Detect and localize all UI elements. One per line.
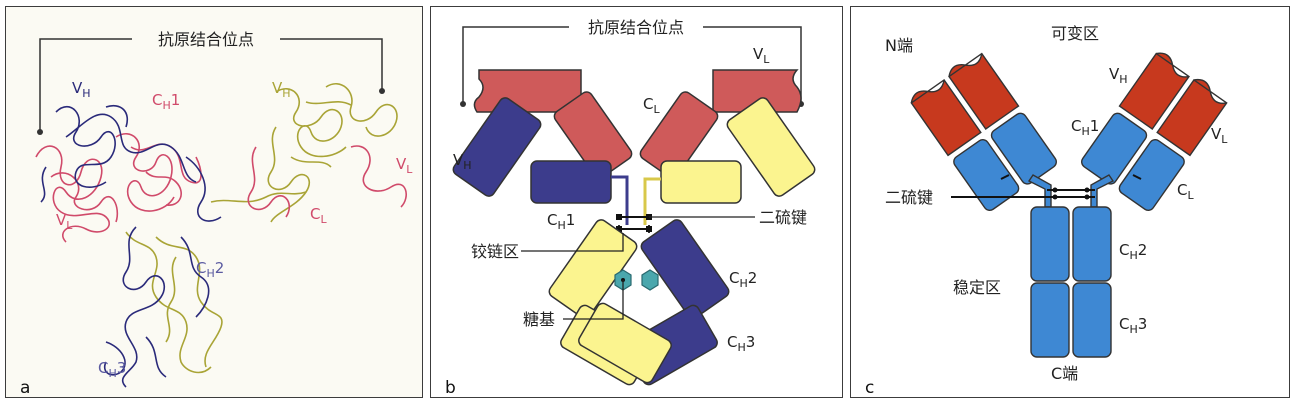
label-ch2: CH2 (729, 269, 757, 290)
domain-vl-left-red (948, 52, 1020, 130)
domain-ch3-left-yellow-front (578, 302, 672, 384)
label-vh-right: VH (272, 79, 291, 100)
label-vh: VH (453, 151, 472, 172)
panel-b-figure: 抗原结合位点 (445, 18, 816, 398)
domain-cl-yellow-right (726, 97, 816, 197)
binding-site-dot (37, 129, 43, 135)
hinge-chain-light (643, 177, 661, 225)
label-ch3: CH3 (98, 359, 126, 380)
panel-a-ribbon-structure: 抗原结合位点 a VH CH1 VH VL VL CL CH2 C (5, 6, 423, 398)
domain-cl-right (639, 91, 719, 179)
label-disulfide: 二硫键 (885, 188, 933, 207)
domain-ch2-right-navy (640, 219, 730, 319)
label-ch1: CH1 (547, 211, 575, 232)
domain-ch2-left (1030, 206, 1070, 282)
ribbon-vh-left (40, 105, 222, 222)
domain-vl-right-red (1156, 78, 1228, 157)
bond-dot (1052, 194, 1058, 200)
label-c-terminal: C端 (1051, 364, 1078, 383)
label-vl: VL (753, 45, 770, 66)
antigen-site-bracket (39, 38, 383, 132)
label-sugar: 糖基 (523, 310, 555, 329)
panel-b-domain-schematic: 抗原结合位点 (430, 6, 843, 398)
domain-yellow-horizontal (660, 160, 742, 204)
domain-ch2-right (1072, 206, 1112, 282)
domain-ch2-left-yellow (548, 219, 638, 319)
label-constant-region: 稳定区 (953, 278, 1001, 297)
domain-cl-left-blue (990, 112, 1057, 185)
domain-ch1-right-blue (1081, 112, 1148, 185)
panel-c-y-shape: N端 可变区 VH CH1 VL CL 二硫键 CH2 稳定区 CH3 C端 c (850, 6, 1290, 398)
domain-vl-right (712, 69, 802, 113)
label-disulfide: 二硫键 (759, 208, 807, 227)
domain-vh-left (452, 97, 542, 197)
label-variable-region: 可变区 (1051, 24, 1099, 43)
domain-ch1-left-blue (953, 138, 1020, 212)
label-hinge: 铰链区 (471, 242, 519, 261)
leader-lines (521, 216, 755, 320)
domain-vh-left-red (910, 79, 982, 157)
arm-right (1081, 52, 1228, 212)
domain-ch3-right (1072, 282, 1112, 358)
domain-cl-left (553, 91, 633, 179)
label-n-terminal: N端 (885, 36, 913, 55)
label-ch3: CH3 (1119, 315, 1147, 336)
panel-a-figure: 抗原结合位点 a VH CH1 VH VL VL CL CH2 C (20, 30, 413, 398)
ribbon-light-chain-right (125, 83, 398, 374)
hinge-chain-heavy (611, 175, 629, 225)
domain-ch3-left (1030, 282, 1070, 358)
antigen-site-label: 抗原结合位点 (158, 30, 254, 49)
disulfide-bonds (619, 216, 649, 230)
sugar-hexagon-right (641, 269, 659, 291)
bond-dot (616, 214, 622, 220)
binding-site-dot (379, 88, 385, 94)
label-vh: VH (1109, 65, 1128, 86)
panel-letter-a: a (20, 378, 30, 398)
bond-dot (616, 226, 622, 232)
bond-dot (646, 226, 652, 232)
panel-letter-b: b (445, 378, 456, 398)
label-ch1: CH1 (152, 91, 180, 112)
label-ch2: CH2 (196, 259, 224, 280)
label-vh-left: VH (72, 79, 91, 100)
antigen-site-label: 抗原结合位点 (588, 18, 684, 37)
arm-left (910, 52, 1057, 212)
label-cl: CL (1177, 181, 1194, 202)
binding-site-dot (460, 101, 466, 107)
label-ch3: CH3 (727, 333, 755, 354)
bond-dot (1084, 194, 1090, 200)
domain-cl-right-blue (1118, 138, 1185, 212)
domain-ch1 (530, 160, 612, 204)
panel-letter-c: c (865, 378, 874, 398)
label-ch2: CH2 (1119, 241, 1147, 262)
ribbon-heavy-fc (103, 226, 210, 388)
label-vl-right: VL (396, 155, 413, 176)
label-cl: CL (310, 205, 327, 226)
hinge-region (1027, 174, 1115, 208)
antigen-site-bracket (462, 26, 802, 104)
ribbon-cl-pink-right (247, 145, 407, 218)
label-vl-left: VL (56, 211, 73, 232)
panel-c-figure: N端 可变区 VH CH1 VL CL 二硫键 CH2 稳定区 CH3 C端 c (865, 24, 1228, 398)
bond-dot (1084, 187, 1090, 193)
label-vl: VL (1211, 125, 1228, 146)
bond-dot (1052, 187, 1058, 193)
domain-vh-right-red (1118, 52, 1190, 130)
label-cl: CL (643, 95, 660, 116)
label-ch1: CH1 (1071, 117, 1099, 138)
